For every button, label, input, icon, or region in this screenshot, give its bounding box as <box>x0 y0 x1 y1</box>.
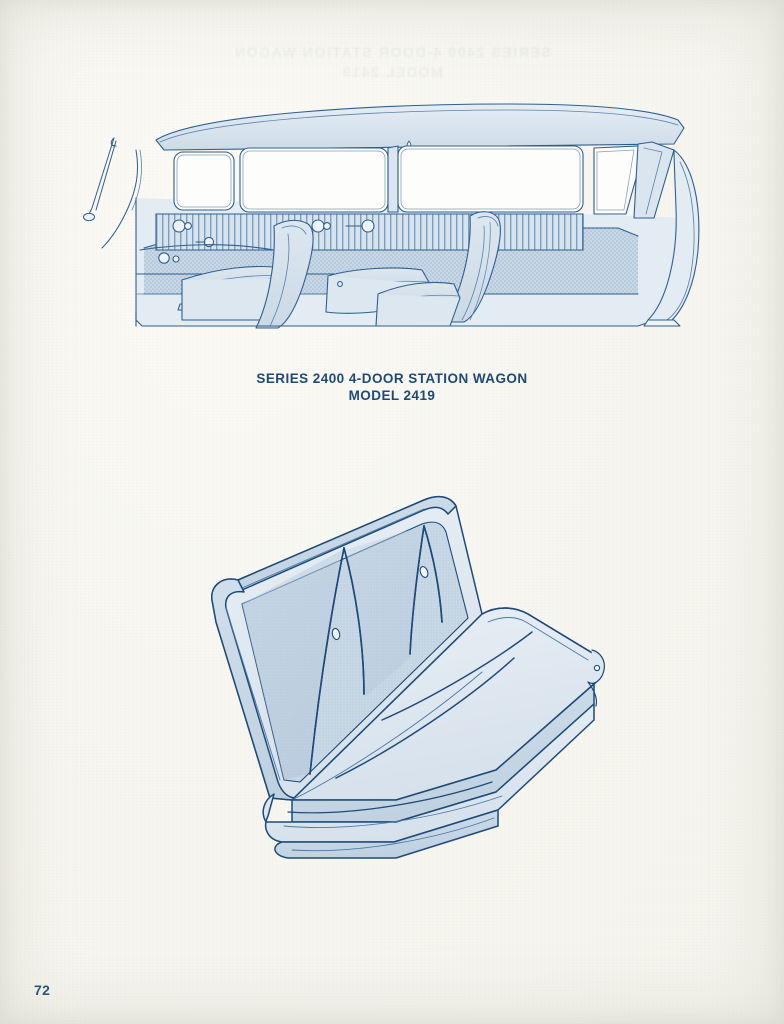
seat-back-upholstery-field <box>241 521 469 783</box>
seat-cushion-seams <box>291 631 533 801</box>
rear-quarter-knobs <box>158 252 180 264</box>
seat-base-skirt <box>262 703 595 859</box>
bench-seat-illustration <box>211 495 605 859</box>
side-trim-sweep <box>139 244 275 251</box>
window-openings <box>173 145 645 215</box>
figure-caption: SERIES 2400 4-DOOR STATION WAGON MODEL 2… <box>0 370 784 404</box>
seat-back-top-roll <box>237 495 457 591</box>
window-crank <box>311 219 331 233</box>
a-pillar-and-cowl <box>633 141 700 327</box>
window-crank <box>172 219 192 233</box>
caption-line-2: MODEL 2419 <box>348 388 436 403</box>
rocker-sill <box>135 311 639 327</box>
roof-headliner <box>155 103 685 151</box>
caption-line-1: SERIES 2400 4-DOOR STATION WAGON <box>256 371 528 386</box>
door-handle <box>345 219 375 233</box>
open-tailgate-and-strut <box>83 137 142 249</box>
upholstery-button <box>331 627 341 641</box>
front-seat-cushion <box>375 281 461 327</box>
upholstery-button <box>419 566 429 578</box>
seat-latch-bracket <box>587 649 605 707</box>
station-wagon-interior-illustration <box>83 103 700 329</box>
second-row-seat-back <box>255 219 314 329</box>
reverse-side-showthrough: SERIES 2400 4-DOOR STATION WAGON MODEL 2… <box>233 44 551 80</box>
door-hardware-group <box>158 219 375 264</box>
page-number: 72 <box>34 982 51 998</box>
